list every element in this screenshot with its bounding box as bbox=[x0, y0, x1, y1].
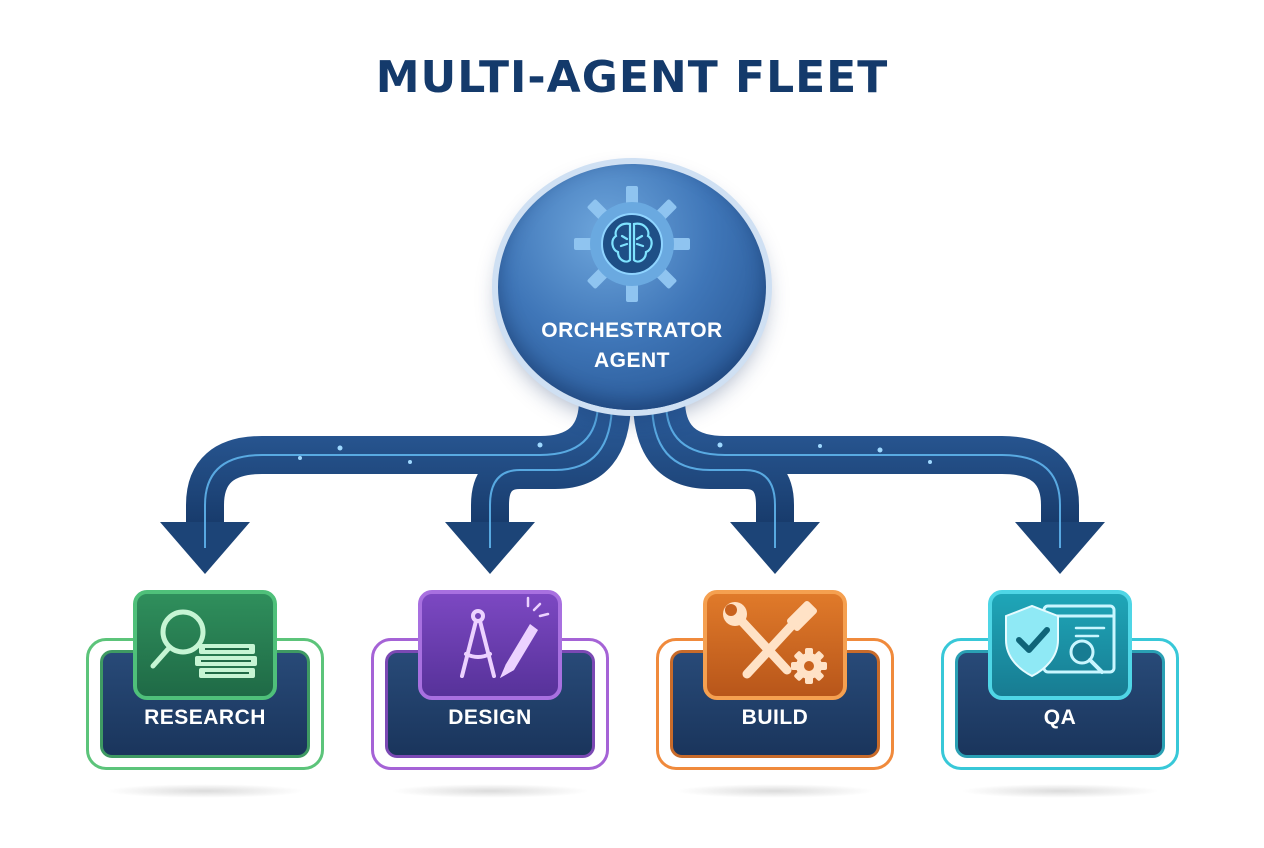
agent-icon-tile bbox=[133, 590, 277, 700]
connector-design bbox=[471, 399, 631, 528]
card-shadow bbox=[960, 784, 1160, 798]
agent-card-build[interactable]: BUILD bbox=[656, 588, 894, 772]
agent-card-qa[interactable]: QA bbox=[941, 588, 1179, 772]
orchestrator-label-line2: AGENT bbox=[594, 349, 670, 372]
card-shadow bbox=[105, 784, 305, 798]
orchestrator-node[interactable]: ORCHESTRATOR AGENT bbox=[498, 164, 766, 410]
orchestrator-label-line1: ORCHESTRATOR bbox=[541, 319, 723, 342]
agent-label: QA bbox=[1043, 706, 1077, 729]
brain-gear-icon bbox=[574, 186, 690, 302]
connector-qa bbox=[647, 399, 1079, 528]
card-shadow bbox=[390, 784, 590, 798]
agent-card-research[interactable]: RESEARCH bbox=[86, 588, 324, 772]
compass-pencil-icon bbox=[460, 596, 550, 678]
card-shadow bbox=[675, 784, 875, 798]
agent-icon-tile bbox=[988, 590, 1132, 700]
agent-icon-tile bbox=[703, 590, 847, 700]
agent-label: BUILD bbox=[741, 706, 809, 729]
agent-label: DESIGN bbox=[448, 706, 532, 729]
diagram-title: MULTI-AGENT FLEET bbox=[375, 52, 889, 103]
agent-icon-tile bbox=[418, 590, 562, 700]
tools-gear-icon bbox=[723, 600, 827, 684]
agent-label: RESEARCH bbox=[144, 706, 266, 729]
orchestrator-label: ORCHESTRATOR AGENT bbox=[498, 316, 766, 376]
shield-check-code-icon bbox=[1005, 604, 1116, 678]
agent-card-design[interactable]: DESIGN bbox=[371, 588, 609, 772]
magnifier-books-icon bbox=[150, 609, 257, 678]
